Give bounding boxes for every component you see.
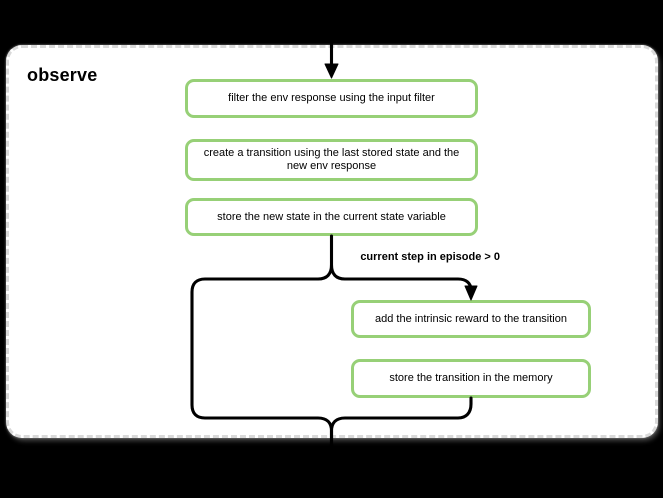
node-create-transition: create a transition using the last store… <box>185 139 478 181</box>
group-title: observe <box>27 65 98 85</box>
node-filter-env-response: filter the env response using the input … <box>185 79 478 118</box>
node-label: store the transition in the memory <box>389 372 553 384</box>
node-label: create a transition using the last store… <box>203 147 460 172</box>
condition-label: current step in episode > 0 <box>360 251 500 263</box>
node-label: filter the env response using the input … <box>228 92 435 104</box>
node-add-intrinsic-reward: add the intrinsic reward to the transiti… <box>351 300 591 338</box>
node-store-new-state: store the new state in the current state… <box>185 198 478 236</box>
node-store-transition: store the transition in the memory <box>351 359 591 398</box>
node-label: add the intrinsic reward to the transiti… <box>375 312 567 325</box>
node-label: store the new state in the current state… <box>217 210 446 223</box>
